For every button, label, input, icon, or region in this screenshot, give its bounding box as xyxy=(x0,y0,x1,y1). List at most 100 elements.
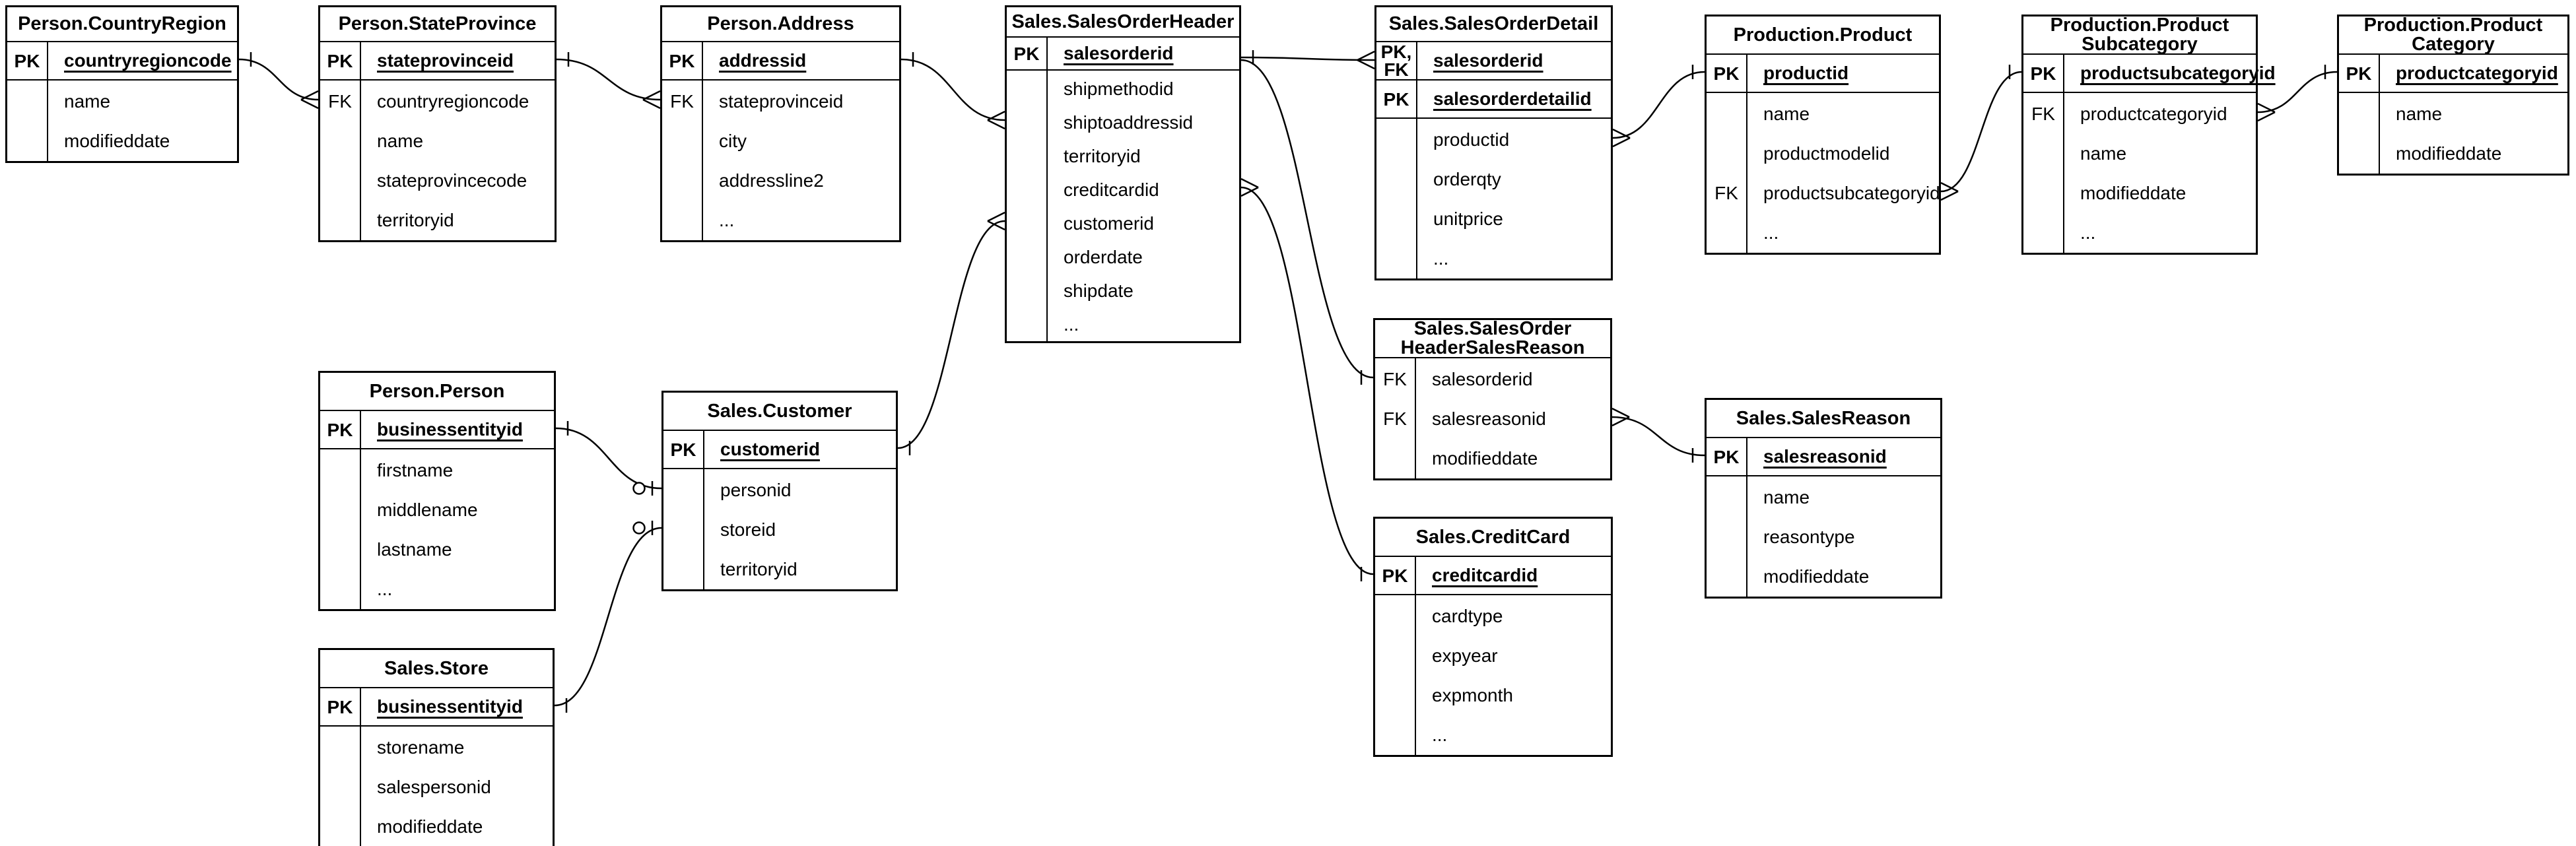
attribute-name: countryregioncode xyxy=(377,91,529,112)
primary-key-attribute: productid xyxy=(1763,63,1849,83)
attribute-name: productid xyxy=(1433,129,1510,150)
attribute-name-column: storename salespersonid modifieddate xyxy=(361,727,553,846)
key-badge xyxy=(1375,597,1415,636)
table-title: Production.Product Subcategory xyxy=(2023,16,2256,55)
attribute-name: expyear xyxy=(1432,645,1498,666)
attribute-name-column: name modifieddate xyxy=(2380,93,2567,174)
table-attributes-section: name modifieddate xyxy=(2339,93,2567,174)
attribute-name: productmodelid xyxy=(1763,143,1890,164)
table-title: Person.Person xyxy=(320,373,554,411)
attribute-name: orderqty xyxy=(1433,169,1501,189)
key-badge xyxy=(1375,676,1415,715)
attribute-key-column xyxy=(1007,71,1048,341)
cardinality-many-marker-customer-salesorderheader xyxy=(987,220,1005,231)
cardinality-many-marker-stateprovince-address xyxy=(642,98,661,110)
key-badge xyxy=(662,121,702,161)
cardinality-many-marker-countryregion-stateprovince xyxy=(300,98,319,110)
attribute-name: modifieddate xyxy=(64,131,170,151)
key-badge xyxy=(663,471,703,510)
attribute-name: ... xyxy=(1432,725,1448,745)
table-title: Sales.Store xyxy=(320,650,553,688)
relationship-line-store-customer xyxy=(554,527,662,707)
attribute-name: salesreasonid xyxy=(1432,408,1546,429)
relationship-line-salesorderheader-salesorderdetail xyxy=(1240,56,1375,61)
primary-key-attribute: productsubcategoryid xyxy=(2080,63,2276,83)
cardinality-zeroone-ring-person-customer xyxy=(632,482,646,495)
key-badge: PK xyxy=(7,42,48,79)
key-badge xyxy=(1375,636,1415,676)
key-badge: PK xyxy=(1007,38,1048,69)
attribute-name: salespersonid xyxy=(377,777,491,797)
primary-key-attribute: businessentityid xyxy=(377,419,523,439)
attribute-name: modifieddate xyxy=(1432,448,1538,469)
attribute-key-column xyxy=(320,727,361,846)
attribute-name: territoryid xyxy=(720,559,797,579)
key-badge xyxy=(1007,240,1046,274)
attribute-key-column xyxy=(1707,476,1747,597)
key-badge: FK xyxy=(1383,408,1407,429)
relationship-line-salesorderdetail-product xyxy=(1612,71,1705,139)
attribute-name: storename xyxy=(377,737,465,758)
key-badge xyxy=(2023,213,2063,253)
key-badge xyxy=(663,550,703,589)
cardinality-many-marker-address-salesorderheader xyxy=(987,119,1005,130)
attribute-key-column: FK xyxy=(320,81,361,240)
attribute-name: shiptoaddressid xyxy=(1064,112,1194,133)
cardinality-many-marker-salesorderheader-salesorderdetail xyxy=(1357,59,1375,70)
attribute-name: shipmethodid xyxy=(1064,78,1174,99)
cardinality-many-marker-headersalesreason-salesreason xyxy=(1611,407,1630,418)
key-badge xyxy=(662,201,702,240)
key-badge xyxy=(320,451,360,490)
attribute-name: name xyxy=(2396,104,2443,124)
attribute-name: ... xyxy=(1433,248,1449,269)
key-badge: FK xyxy=(1714,183,1738,203)
key-badge xyxy=(1707,94,1746,134)
cardinality-many-marker-countryregion-stateprovince xyxy=(300,90,319,101)
attribute-name: modifieddate xyxy=(1763,566,1870,587)
key-badge xyxy=(1007,274,1046,308)
key-badge xyxy=(1007,207,1046,240)
key-badge xyxy=(1707,478,1746,517)
attribute-name: ... xyxy=(1763,222,1779,243)
relationship-line-customer-salesorderheader xyxy=(897,220,1005,449)
attribute-name: middlename xyxy=(377,500,478,520)
attribute-key-column xyxy=(320,449,361,609)
attribute-name: modifieddate xyxy=(2396,143,2502,164)
attribute-name: modifieddate xyxy=(377,816,483,837)
attribute-name: name xyxy=(2080,143,2127,164)
attribute-name: name xyxy=(64,91,111,112)
key-badge xyxy=(320,121,360,161)
attribute-name: stateprovinceid xyxy=(719,91,844,112)
attribute-name: city xyxy=(719,131,747,151)
attribute-name: orderdate xyxy=(1064,246,1143,267)
key-badge xyxy=(1707,134,1746,174)
key-badge: PK xyxy=(1375,557,1416,594)
attribute-key-column: FK xyxy=(662,81,703,240)
primary-key-attribute: salesorderid xyxy=(1064,43,1174,63)
key-badge: PK xyxy=(320,688,361,725)
primary-key-attribute: addressid xyxy=(719,50,807,71)
table-title: Sales.CreditCard xyxy=(1375,519,1611,557)
cardinality-many-marker-productsubcategory-productcategory xyxy=(2257,111,2276,122)
attribute-key-column: FK xyxy=(2023,93,2064,253)
table-title: Person.Address xyxy=(662,7,899,42)
key-badge: PK xyxy=(1376,81,1417,117)
